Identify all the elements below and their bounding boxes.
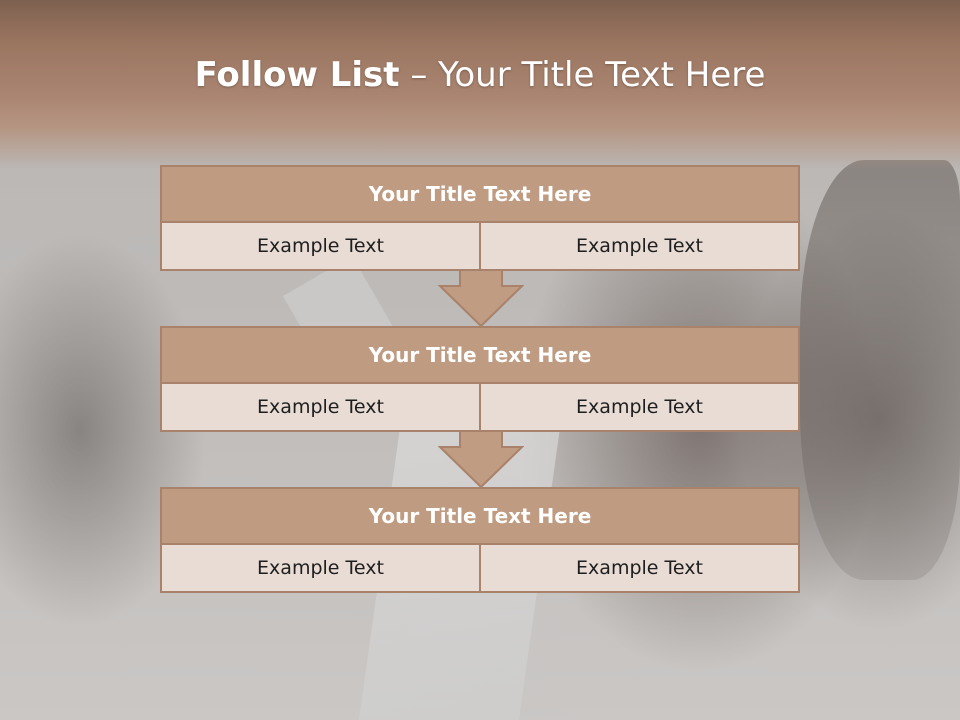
down-arrow-icon [438, 431, 524, 489]
list-block-3[interactable]: Your Title Text Here Example Text Exampl… [160, 487, 800, 593]
slide-title[interactable]: Follow List – Your Title Text Here [0, 52, 960, 98]
list-block-1[interactable]: Your Title Text Here Example Text Exampl… [160, 165, 800, 271]
block-cell-right[interactable]: Example Text [479, 545, 798, 591]
block-cell-left[interactable]: Example Text [257, 235, 384, 257]
block-row: Example Text Example Text [160, 382, 800, 432]
block-cell-right[interactable]: Example Text [479, 384, 798, 430]
header-band [0, 0, 960, 170]
block-row: Example Text Example Text [160, 221, 800, 271]
list-block-2[interactable]: Your Title Text Here Example Text Exampl… [160, 326, 800, 432]
slide-title-bold: Follow List [194, 55, 400, 95]
block-row: Example Text Example Text [160, 543, 800, 593]
block-cell-left[interactable]: Example Text [257, 396, 384, 418]
down-arrow-icon [438, 270, 524, 328]
block-title[interactable]: Your Title Text Here [160, 326, 800, 382]
block-cell-right[interactable]: Example Text [479, 223, 798, 269]
slide-title-rest: – Your Title Text Here [399, 55, 766, 95]
block-title[interactable]: Your Title Text Here [160, 165, 800, 221]
block-cell-left[interactable]: Example Text [257, 557, 384, 579]
block-title[interactable]: Your Title Text Here [160, 487, 800, 543]
background-hair-shape [800, 160, 960, 580]
